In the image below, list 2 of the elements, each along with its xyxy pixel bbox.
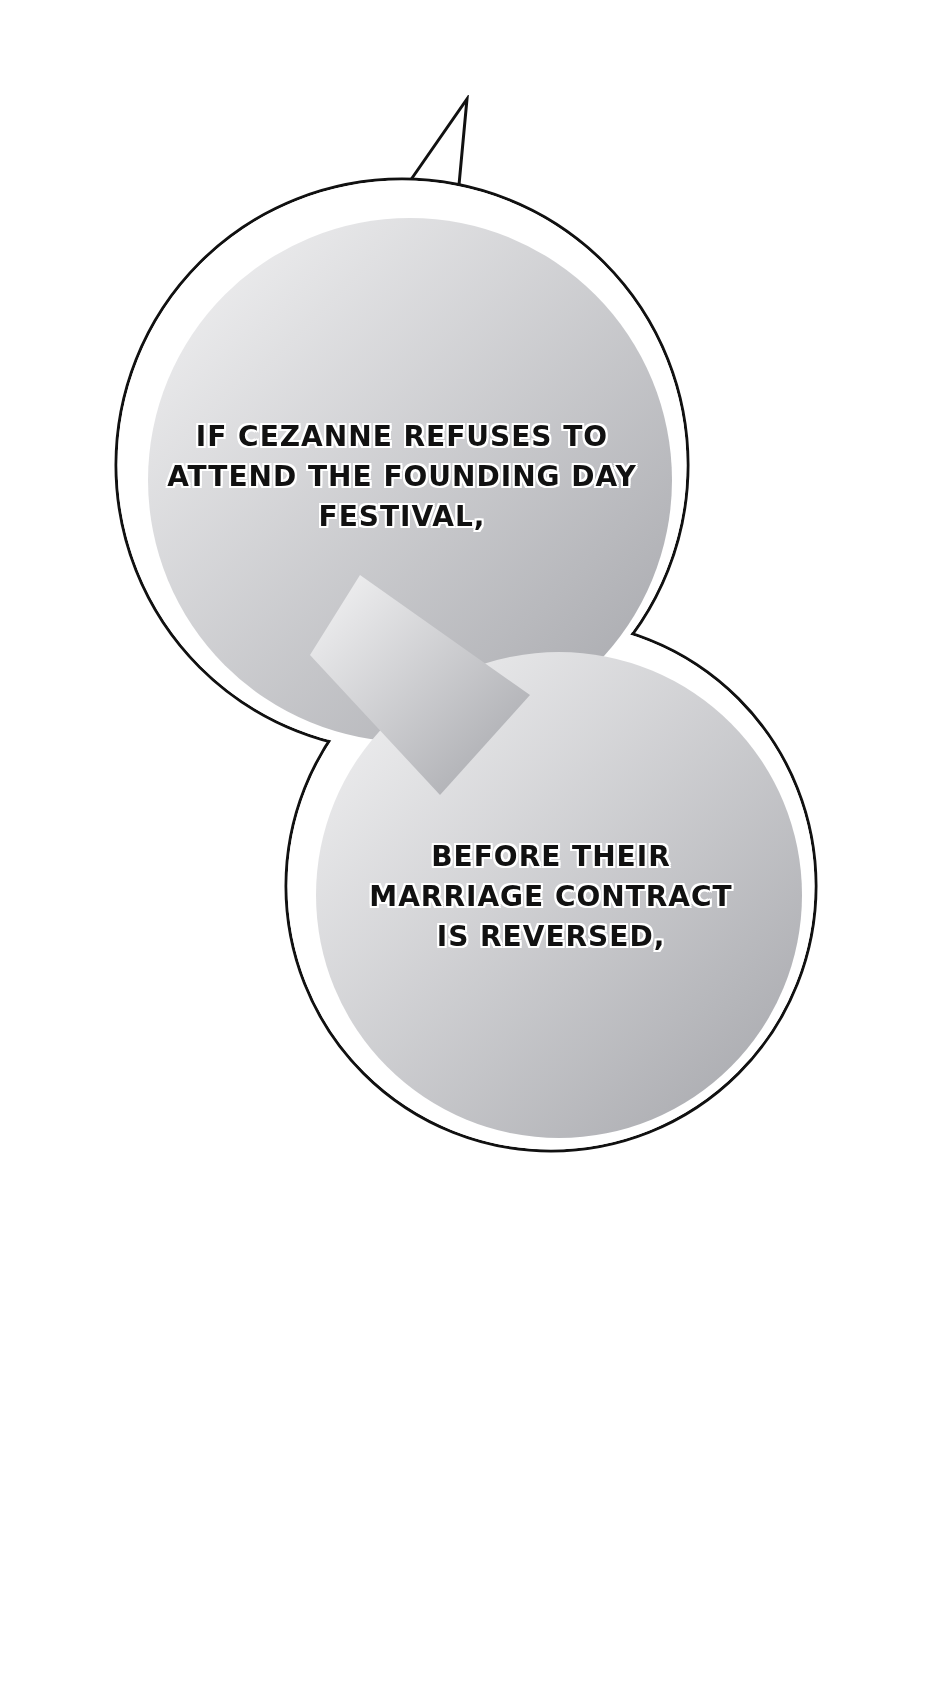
dialogue-text: BEFORE THEIR MARRIAGE CONTRACT IS REVERSED, xyxy=(368,839,734,955)
dialogue-text: IF CEZANNE REFUSES TO ATTEND THE FOUNDING DAY FESTIVAL, xyxy=(166,419,638,535)
